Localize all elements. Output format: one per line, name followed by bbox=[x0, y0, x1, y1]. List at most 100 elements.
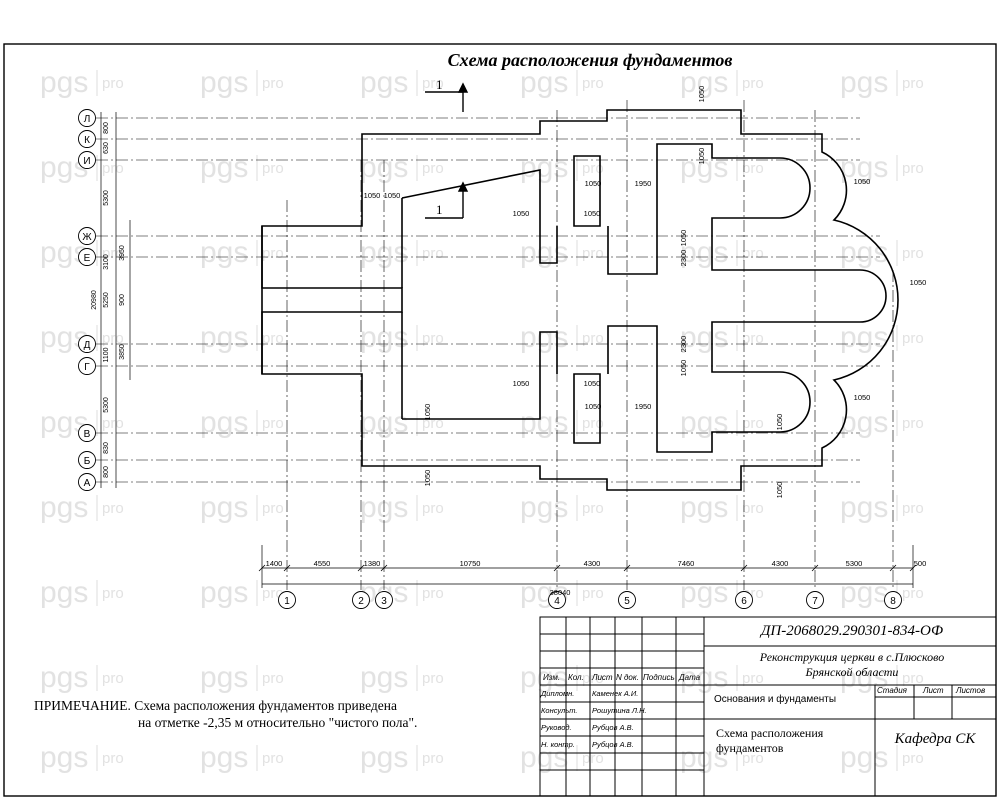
dimension-tick bbox=[553, 564, 561, 572]
dimension-tick bbox=[889, 564, 897, 572]
svg-text:Л: Л bbox=[84, 114, 91, 125]
svg-text:2: 2 bbox=[358, 596, 364, 607]
note-line-2: на отметке -2,35 м относительно "чистого… bbox=[138, 715, 418, 730]
row-axis-bubble: А bbox=[78, 473, 96, 491]
column-axis-bubbles: 1 2 3 4 5 6 7 8 bbox=[278, 591, 902, 609]
left-dimension-label: 830 bbox=[103, 442, 110, 454]
bottom-dimension-lines bbox=[261, 545, 914, 588]
head-col-2: Лист bbox=[592, 673, 613, 682]
row-axis-bubble: И bbox=[78, 151, 96, 169]
left-dimension-label: 20980 bbox=[91, 290, 98, 310]
bottom-dimension-label: 4300 bbox=[584, 559, 601, 568]
drawing-name-2: фундаментов bbox=[716, 741, 784, 755]
left-dimension-label: 3100 bbox=[103, 254, 110, 270]
row-axis-bubble: Ж bbox=[78, 227, 96, 245]
project-line-2: Брянской области bbox=[805, 665, 899, 679]
dimension-tick bbox=[740, 564, 748, 572]
name-1: Рошутина Л.Н. bbox=[592, 706, 647, 715]
svg-text:Г: Г bbox=[84, 362, 90, 373]
left-dimension-label: 3950 bbox=[119, 245, 126, 261]
stage-col-1: Лист bbox=[923, 686, 944, 695]
column-axis-bubble: 6 bbox=[735, 591, 753, 609]
bottom-total-dimension: 38040 bbox=[550, 588, 571, 597]
column-axis-bubble: 3 bbox=[375, 591, 393, 609]
svg-text:К: К bbox=[84, 135, 90, 146]
inner-dimension-label: 1050 bbox=[585, 179, 602, 188]
dimension-tick bbox=[811, 564, 819, 572]
name-2: Рубцов А.В. bbox=[592, 723, 634, 732]
stage-col-0: Стадия bbox=[877, 686, 907, 695]
bottom-dimension-label: 5300 bbox=[846, 559, 863, 568]
inner-dimension-label: 1050 bbox=[854, 393, 871, 402]
inner-dimension-label: 1050 bbox=[513, 379, 530, 388]
inner-dimension-label: 1050 bbox=[910, 278, 927, 287]
left-dimension-label: 900 bbox=[119, 294, 126, 306]
name-3: Рубцов А.В. bbox=[592, 740, 634, 749]
drawing-note: ПРИМЕЧАНИЕ. Схема расположения фундамент… bbox=[34, 697, 454, 731]
inner-dimension-label: 1050 bbox=[513, 209, 530, 218]
drawing-title: Схема расположения фундаментов bbox=[447, 50, 733, 70]
row-axis-bubble: В bbox=[78, 424, 96, 442]
dimension-tick bbox=[909, 564, 917, 572]
inner-dimension-label: 1050 bbox=[679, 230, 688, 247]
bottom-dimension-label: 1400 bbox=[266, 559, 283, 568]
inner-dimension-label: 2300 bbox=[679, 250, 688, 267]
stage-col-2: Листов bbox=[956, 686, 986, 695]
svg-text:Б: Б bbox=[84, 456, 91, 467]
row-axis-bubble: Б bbox=[78, 451, 96, 469]
inner-dimension-label: 1950 bbox=[635, 402, 652, 411]
left-dimension-label: 5300 bbox=[103, 397, 110, 413]
inner-dimension-label: 1050 bbox=[423, 404, 432, 421]
inner-dimension-label: 1050 bbox=[697, 86, 706, 103]
row-axis-bubble: Г bbox=[78, 357, 96, 375]
svg-text:6: 6 bbox=[741, 596, 747, 607]
inner-dimension-label: 1950 bbox=[635, 179, 652, 188]
inner-dimension-label: 1050 bbox=[775, 414, 784, 431]
svg-text:8: 8 bbox=[890, 596, 896, 607]
inner-dimension-label: 1050 bbox=[384, 191, 401, 200]
role-1: Консульт. bbox=[541, 706, 578, 715]
row-axis-bubble: К bbox=[78, 130, 96, 148]
bottom-dimension-label: 1380 bbox=[364, 559, 381, 568]
svg-text:А: А bbox=[84, 478, 91, 489]
project-line-1: Реконструкция церкви в с.Плюсково bbox=[759, 650, 945, 664]
organization: Кафедра СК bbox=[894, 731, 976, 747]
section-mark-bottom: 1 bbox=[436, 202, 443, 217]
svg-text:4: 4 bbox=[554, 596, 560, 607]
head-col-0: Изм. bbox=[543, 673, 561, 682]
column-axis-bubble: 7 bbox=[806, 591, 824, 609]
column-axis-bubble: 2 bbox=[352, 591, 370, 609]
inner-dimension-label: 1050 bbox=[423, 470, 432, 487]
left-dimension-label: 3850 bbox=[119, 344, 126, 360]
role-2: Руковод. bbox=[541, 723, 572, 732]
row-axis-bubble: Л bbox=[78, 109, 96, 127]
left-dimension-lines bbox=[100, 112, 131, 488]
head-col-5: Дата bbox=[679, 673, 701, 682]
section-marks bbox=[425, 82, 469, 219]
role-3: Н. контр. bbox=[541, 740, 575, 749]
inner-dimension-label: 1050 bbox=[854, 177, 871, 186]
head-col-3: N док. bbox=[616, 673, 639, 682]
head-col-4: Подпись bbox=[643, 673, 675, 682]
svg-text:7: 7 bbox=[812, 596, 818, 607]
left-dimension-label: 1100 bbox=[103, 347, 110, 362]
column-axis-bubble: 1 bbox=[278, 591, 296, 609]
inner-dimension-label: 1050 bbox=[584, 379, 601, 388]
left-dimension-label: 5250 bbox=[103, 292, 110, 308]
left-dimension-label: 630 bbox=[103, 142, 110, 154]
svg-text:Е: Е bbox=[84, 253, 91, 264]
section-name: Основания и фундаменты bbox=[714, 694, 837, 705]
inner-dimension-label: 1050 bbox=[364, 191, 381, 200]
foundation-outline bbox=[261, 109, 899, 491]
svg-text:3: 3 bbox=[381, 596, 387, 607]
inner-dimension-label: 2300 bbox=[679, 336, 688, 353]
bottom-dimension-label: 10750 bbox=[460, 559, 481, 568]
svg-text:5: 5 bbox=[624, 596, 630, 607]
dimension-tick bbox=[258, 564, 266, 572]
dimension-tick bbox=[357, 564, 365, 572]
left-dimension-label: 5300 bbox=[103, 190, 110, 206]
